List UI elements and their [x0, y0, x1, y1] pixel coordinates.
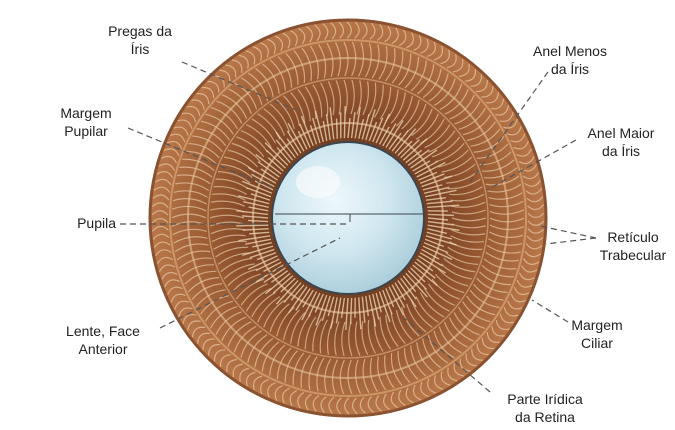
leader-trabecular-2	[546, 238, 596, 244]
label-ciliary-margin: Margem Ciliar	[560, 316, 634, 352]
label-iris-folds: Pregas da Íris	[98, 22, 182, 58]
label-pupil: Pupila	[40, 214, 116, 232]
label-trabecular: Retículo Trabecular	[594, 228, 672, 264]
label-lesser-ring: Anel Menos da Íris	[520, 42, 620, 78]
label-greater-ring: Anel Maior da Íris	[576, 124, 666, 160]
label-lens: Lente, Face Anterior	[48, 322, 158, 358]
label-pupillary-margin: Margem Pupilar	[40, 104, 132, 140]
pupil-lens	[272, 142, 424, 294]
label-retina-iridial: Parte Irídica da Retina	[490, 390, 600, 426]
leader-trabecular-1	[540, 226, 596, 238]
